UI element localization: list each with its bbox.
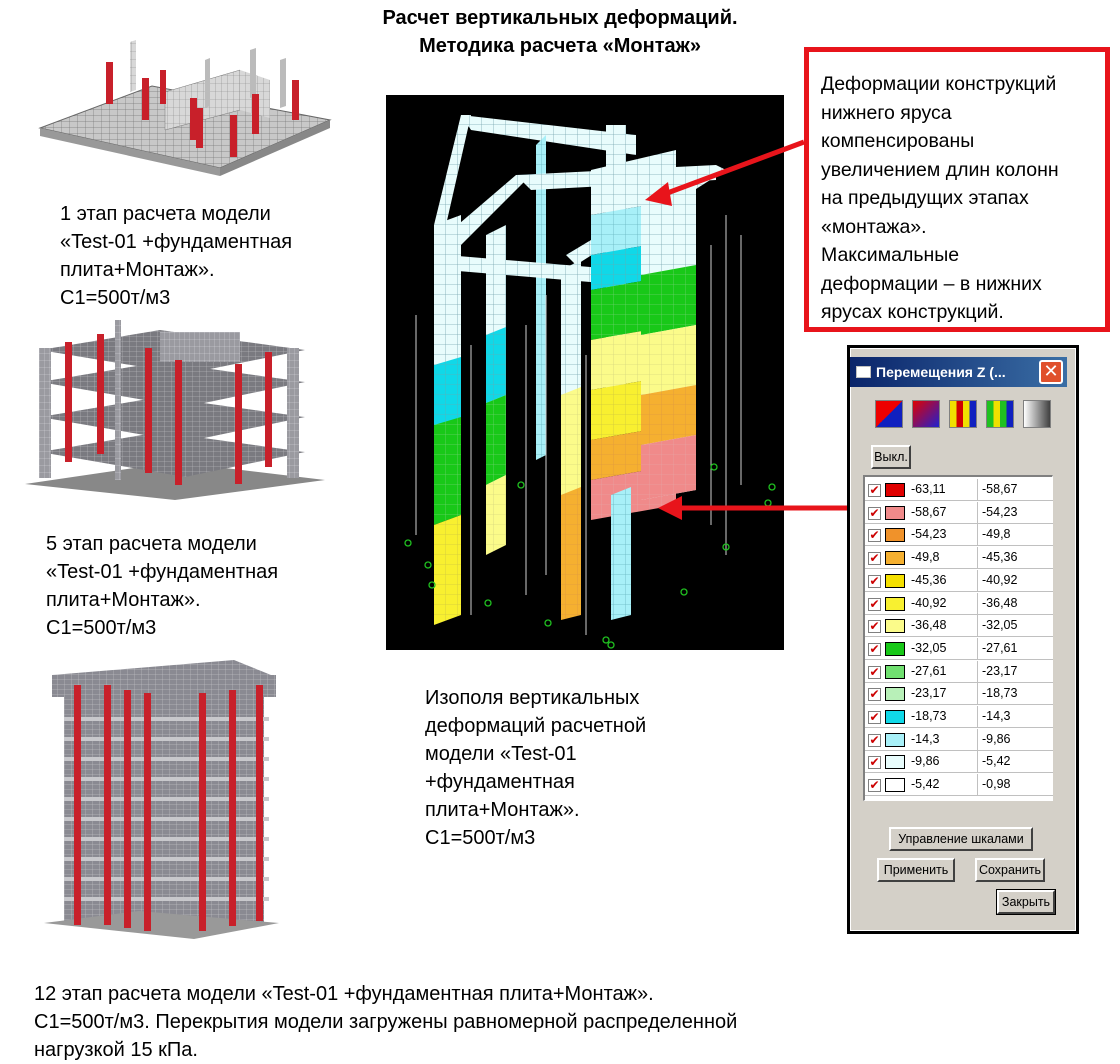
legend-color-swatch[interactable] — [885, 755, 905, 770]
legend-color-swatch[interactable] — [885, 619, 905, 634]
window-icon — [856, 366, 871, 378]
legend-to-value: -36,48 — [982, 595, 1018, 610]
palette-stripes-green-yellow-blue-button[interactable] — [986, 400, 1014, 428]
legend-checkbox[interactable]: ✔ — [868, 596, 881, 611]
palette-stripes-yellow-red-blue-button[interactable] — [949, 400, 977, 428]
legend-checkbox[interactable]: ✔ — [868, 573, 881, 588]
stage12-caption: 12 этап расчета модели «Test-01 +фундаме… — [34, 983, 738, 1061]
legend-from-value: -23,17 — [911, 686, 947, 701]
legend-to-value: -5,42 — [982, 754, 1011, 769]
legend-color-swatch[interactable] — [885, 710, 905, 724]
legend-color-swatch[interactable] — [885, 551, 905, 566]
legend-to-value: -9,86 — [982, 731, 1011, 746]
legend-row[interactable]: ✔ -27,61 -23,17 — [865, 660, 1053, 683]
legend-row[interactable]: ✔ -23,17 -18,73 — [865, 683, 1053, 706]
stage1-caption: 1 этап расчета модели «Test-01 +фундамен… — [60, 203, 293, 309]
legend-row[interactable]: ✔ -40,92 -36,48 — [865, 592, 1053, 615]
legend-to-value: -40,92 — [982, 572, 1018, 587]
legend-checkbox[interactable]: ✔ — [868, 551, 881, 566]
save-button[interactable]: Сохранить — [975, 858, 1045, 882]
legend-checkbox[interactable]: ✔ — [868, 528, 881, 543]
legend-from-value: -14,3 — [911, 731, 940, 746]
legend-from-value: -18,73 — [911, 709, 947, 723]
legend-from-value: -54,23 — [911, 527, 947, 542]
palette-red-blue-diagonal-button[interactable] — [875, 400, 903, 428]
legend-row[interactable]: ✔ -5,42 -0,98 — [865, 774, 1053, 797]
legend-checkbox[interactable]: ✔ — [868, 732, 881, 747]
legend-color-swatch[interactable] — [885, 528, 905, 543]
legend-from-value: -63,11 — [911, 482, 946, 496]
close-icon[interactable]: ✕ — [1039, 360, 1063, 384]
legend-to-value: -27,61 — [982, 640, 1018, 655]
legend-color-swatch[interactable] — [885, 573, 905, 588]
legend-to-value: -49,8 — [982, 527, 1011, 542]
off-button[interactable]: Выкл. — [871, 445, 911, 469]
legend-color-swatch[interactable] — [885, 732, 905, 747]
legend-color-swatch[interactable] — [885, 505, 905, 520]
legend-checkbox[interactable]: ✔ — [868, 687, 881, 702]
legend-row[interactable]: ✔ -49,8 -45,36 — [865, 547, 1053, 570]
legend-checkbox[interactable]: ✔ — [868, 710, 881, 724]
legend-from-value: -45,36 — [911, 572, 947, 587]
legend-from-value: -32,05 — [911, 640, 947, 655]
legend-to-value: -0,98 — [982, 777, 1011, 792]
legend-from-value: -40,92 — [911, 595, 947, 610]
legend-color-swatch[interactable] — [885, 596, 905, 611]
legend-color-swatch[interactable] — [885, 687, 905, 702]
legend-row[interactable]: ✔ -18,73 -14,3 — [865, 706, 1053, 728]
legend-to-value: -18,73 — [982, 686, 1018, 701]
legend-checkbox[interactable]: ✔ — [868, 483, 881, 497]
title-line-2: Методика расчета «Монтаж» — [419, 35, 701, 57]
legend-from-value: -5,42 — [911, 777, 940, 792]
isofield-caption: Изополя вертикальных деформаций расчетно… — [425, 687, 647, 849]
title-line-1: Расчет вертикальных деформаций. — [382, 7, 738, 29]
legend-color-swatch[interactable] — [885, 641, 905, 656]
legend-checkbox[interactable]: ✔ — [868, 755, 881, 770]
legend-row[interactable]: ✔ -9,86 -5,42 — [865, 751, 1053, 774]
legend-color-swatch[interactable] — [885, 664, 905, 679]
deformation-isofield-viewport[interactable] — [386, 95, 784, 650]
legend-checkbox[interactable]: ✔ — [868, 778, 881, 793]
stage1-model-image — [30, 20, 340, 185]
palette-gray-button[interactable] — [1023, 400, 1051, 428]
legend-to-value: -54,23 — [982, 504, 1018, 519]
window-titlebar[interactable]: Перемещения Z (... ✕ — [850, 357, 1067, 387]
stage5-model-image — [25, 312, 330, 502]
manage-scales-button[interactable]: Управление шкалами — [889, 827, 1033, 851]
legend-color-swatch[interactable] — [885, 778, 905, 793]
legend-row[interactable]: ✔ -45,36 -40,92 — [865, 569, 1053, 592]
scale-legend: ✔ -63,11 -58,67 ✔ -58,67 -54,23 ✔ -54,23 -49,8 ✔ -… — [863, 475, 1053, 801]
legend-to-value: -45,36 — [982, 550, 1018, 565]
legend-row[interactable]: ✔ -58,67 -54,23 — [865, 501, 1053, 524]
legend-checkbox[interactable]: ✔ — [868, 505, 881, 520]
legend-checkbox[interactable]: ✔ — [868, 619, 881, 634]
stage12-model-image — [44, 655, 294, 945]
legend-from-value: -9,86 — [911, 754, 940, 769]
legend-from-value: -36,48 — [911, 618, 947, 633]
legend-row[interactable]: ✔ -14,3 -9,86 — [865, 728, 1053, 751]
legend-to-value: -23,17 — [982, 663, 1018, 678]
deformation-note-callout: Деформации конструкций нижнего яруса ком… — [804, 47, 1110, 332]
legend-to-value: -58,67 — [982, 482, 1018, 496]
legend-from-value: -58,67 — [911, 504, 947, 519]
legend-color-swatch[interactable] — [885, 483, 905, 497]
legend-row[interactable]: ✔ -36,48 -32,05 — [865, 615, 1053, 638]
close-button[interactable]: Закрыть — [996, 889, 1056, 915]
legend-row[interactable]: ✔ -63,11 -58,67 — [865, 479, 1053, 501]
legend-from-value: -27,61 — [911, 663, 947, 678]
legend-row[interactable]: ✔ -32,05 -27,61 — [865, 637, 1053, 660]
page-title: Расчет вертикальных деформаций. Методика… — [0, 4, 1120, 60]
legend-to-value: -14,3 — [982, 709, 1011, 723]
legend-row[interactable]: ✔ -54,23 -49,8 — [865, 524, 1053, 547]
legend-checkbox[interactable]: ✔ — [868, 664, 881, 679]
legend-checkbox[interactable]: ✔ — [868, 641, 881, 656]
window-title: Перемещения Z (... — [876, 364, 1006, 380]
stage5-caption: 5 этап расчета модели «Test-01 +фундамен… — [46, 533, 279, 639]
legend-to-value: -32,05 — [982, 618, 1018, 633]
palette-red-blue-gradient-button[interactable] — [912, 400, 940, 428]
legend-from-value: -49,8 — [911, 550, 940, 565]
displacement-z-window: Перемещения Z (... ✕ Выкл. ✔ -63,11 -58,67… — [847, 345, 1079, 934]
apply-button[interactable]: Применить — [877, 858, 955, 882]
